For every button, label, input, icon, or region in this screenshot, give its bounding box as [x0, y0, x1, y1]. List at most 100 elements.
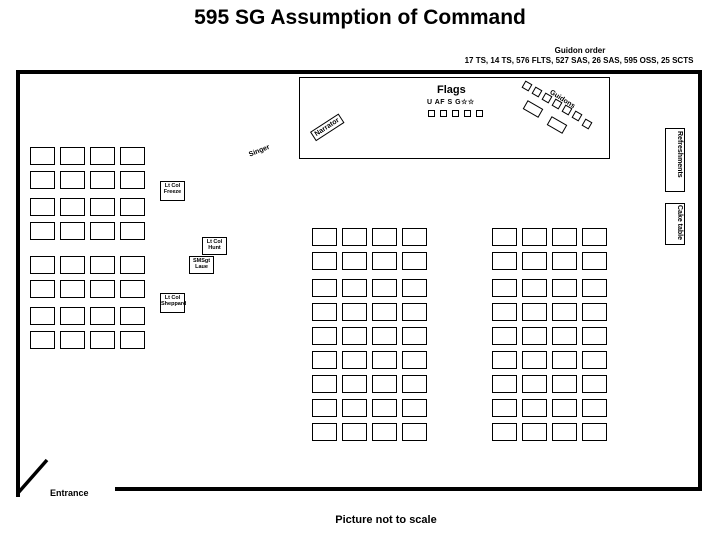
flag-af	[440, 110, 447, 117]
chair	[342, 327, 367, 345]
chair	[60, 222, 85, 240]
chair	[90, 198, 115, 216]
chair	[492, 303, 517, 321]
chair	[582, 228, 607, 246]
chair	[402, 375, 427, 393]
chair	[402, 303, 427, 321]
chair	[312, 423, 337, 441]
chair	[90, 171, 115, 189]
chair	[522, 279, 547, 297]
chair	[312, 279, 337, 297]
chair	[120, 222, 145, 240]
guidon-order-heading: Guidon order	[554, 46, 606, 55]
chair	[402, 252, 427, 270]
chair	[30, 256, 55, 274]
chair	[492, 375, 517, 393]
chair	[342, 252, 367, 270]
chair	[60, 171, 85, 189]
chair	[312, 351, 337, 369]
chair	[552, 252, 577, 270]
chair	[90, 280, 115, 298]
chair	[342, 303, 367, 321]
chair	[552, 279, 577, 297]
chair	[90, 256, 115, 274]
chair	[582, 351, 607, 369]
chair	[312, 303, 337, 321]
flag-letters: U AF S G☆☆	[427, 99, 475, 106]
chair	[90, 147, 115, 165]
chair	[522, 399, 547, 417]
chair	[342, 351, 367, 369]
chair	[402, 423, 427, 441]
chair	[582, 303, 607, 321]
chair	[582, 399, 607, 417]
flag-us	[428, 110, 435, 117]
chair	[312, 375, 337, 393]
chair	[522, 327, 547, 345]
chair	[552, 351, 577, 369]
chair	[582, 252, 607, 270]
flag-g	[464, 110, 471, 117]
chair	[522, 252, 547, 270]
chair	[342, 228, 367, 246]
chair	[312, 252, 337, 270]
chair	[342, 375, 367, 393]
chair	[522, 228, 547, 246]
chair	[60, 307, 85, 325]
chair	[30, 198, 55, 216]
chair	[492, 279, 517, 297]
chair	[372, 375, 397, 393]
refreshments-table	[665, 128, 685, 192]
chair	[120, 331, 145, 349]
chair	[552, 423, 577, 441]
chair	[120, 307, 145, 325]
chair	[402, 279, 427, 297]
flag-s	[452, 110, 459, 117]
cake-table	[665, 203, 685, 245]
chair	[372, 327, 397, 345]
chair	[492, 228, 517, 246]
chair	[582, 279, 607, 297]
chair	[552, 327, 577, 345]
chair	[522, 423, 547, 441]
chair	[372, 423, 397, 441]
chair	[312, 228, 337, 246]
chair	[60, 198, 85, 216]
chair	[30, 280, 55, 298]
chair	[30, 147, 55, 165]
chair	[372, 303, 397, 321]
cake-table-label: Cake table	[676, 205, 683, 241]
flags-label: Flags	[437, 84, 466, 96]
chair	[402, 351, 427, 369]
flag-star	[476, 110, 483, 117]
chair	[552, 228, 577, 246]
chair	[120, 171, 145, 189]
chair	[60, 256, 85, 274]
chair	[492, 252, 517, 270]
chair	[492, 399, 517, 417]
chair	[402, 228, 427, 246]
chair	[120, 198, 145, 216]
entrance-door	[16, 458, 49, 495]
chair	[30, 331, 55, 349]
chair	[342, 423, 367, 441]
chair	[522, 303, 547, 321]
chair	[90, 307, 115, 325]
chair	[90, 331, 115, 349]
chair	[582, 375, 607, 393]
chair	[522, 375, 547, 393]
chair	[30, 307, 55, 325]
scale-note: Picture not to scale	[335, 514, 437, 526]
chair	[120, 256, 145, 274]
chair	[60, 280, 85, 298]
chair	[30, 222, 55, 240]
chair	[402, 327, 427, 345]
chair	[120, 280, 145, 298]
chair	[312, 399, 337, 417]
chair	[342, 399, 367, 417]
chair	[60, 147, 85, 165]
chair	[582, 423, 607, 441]
chair	[60, 331, 85, 349]
